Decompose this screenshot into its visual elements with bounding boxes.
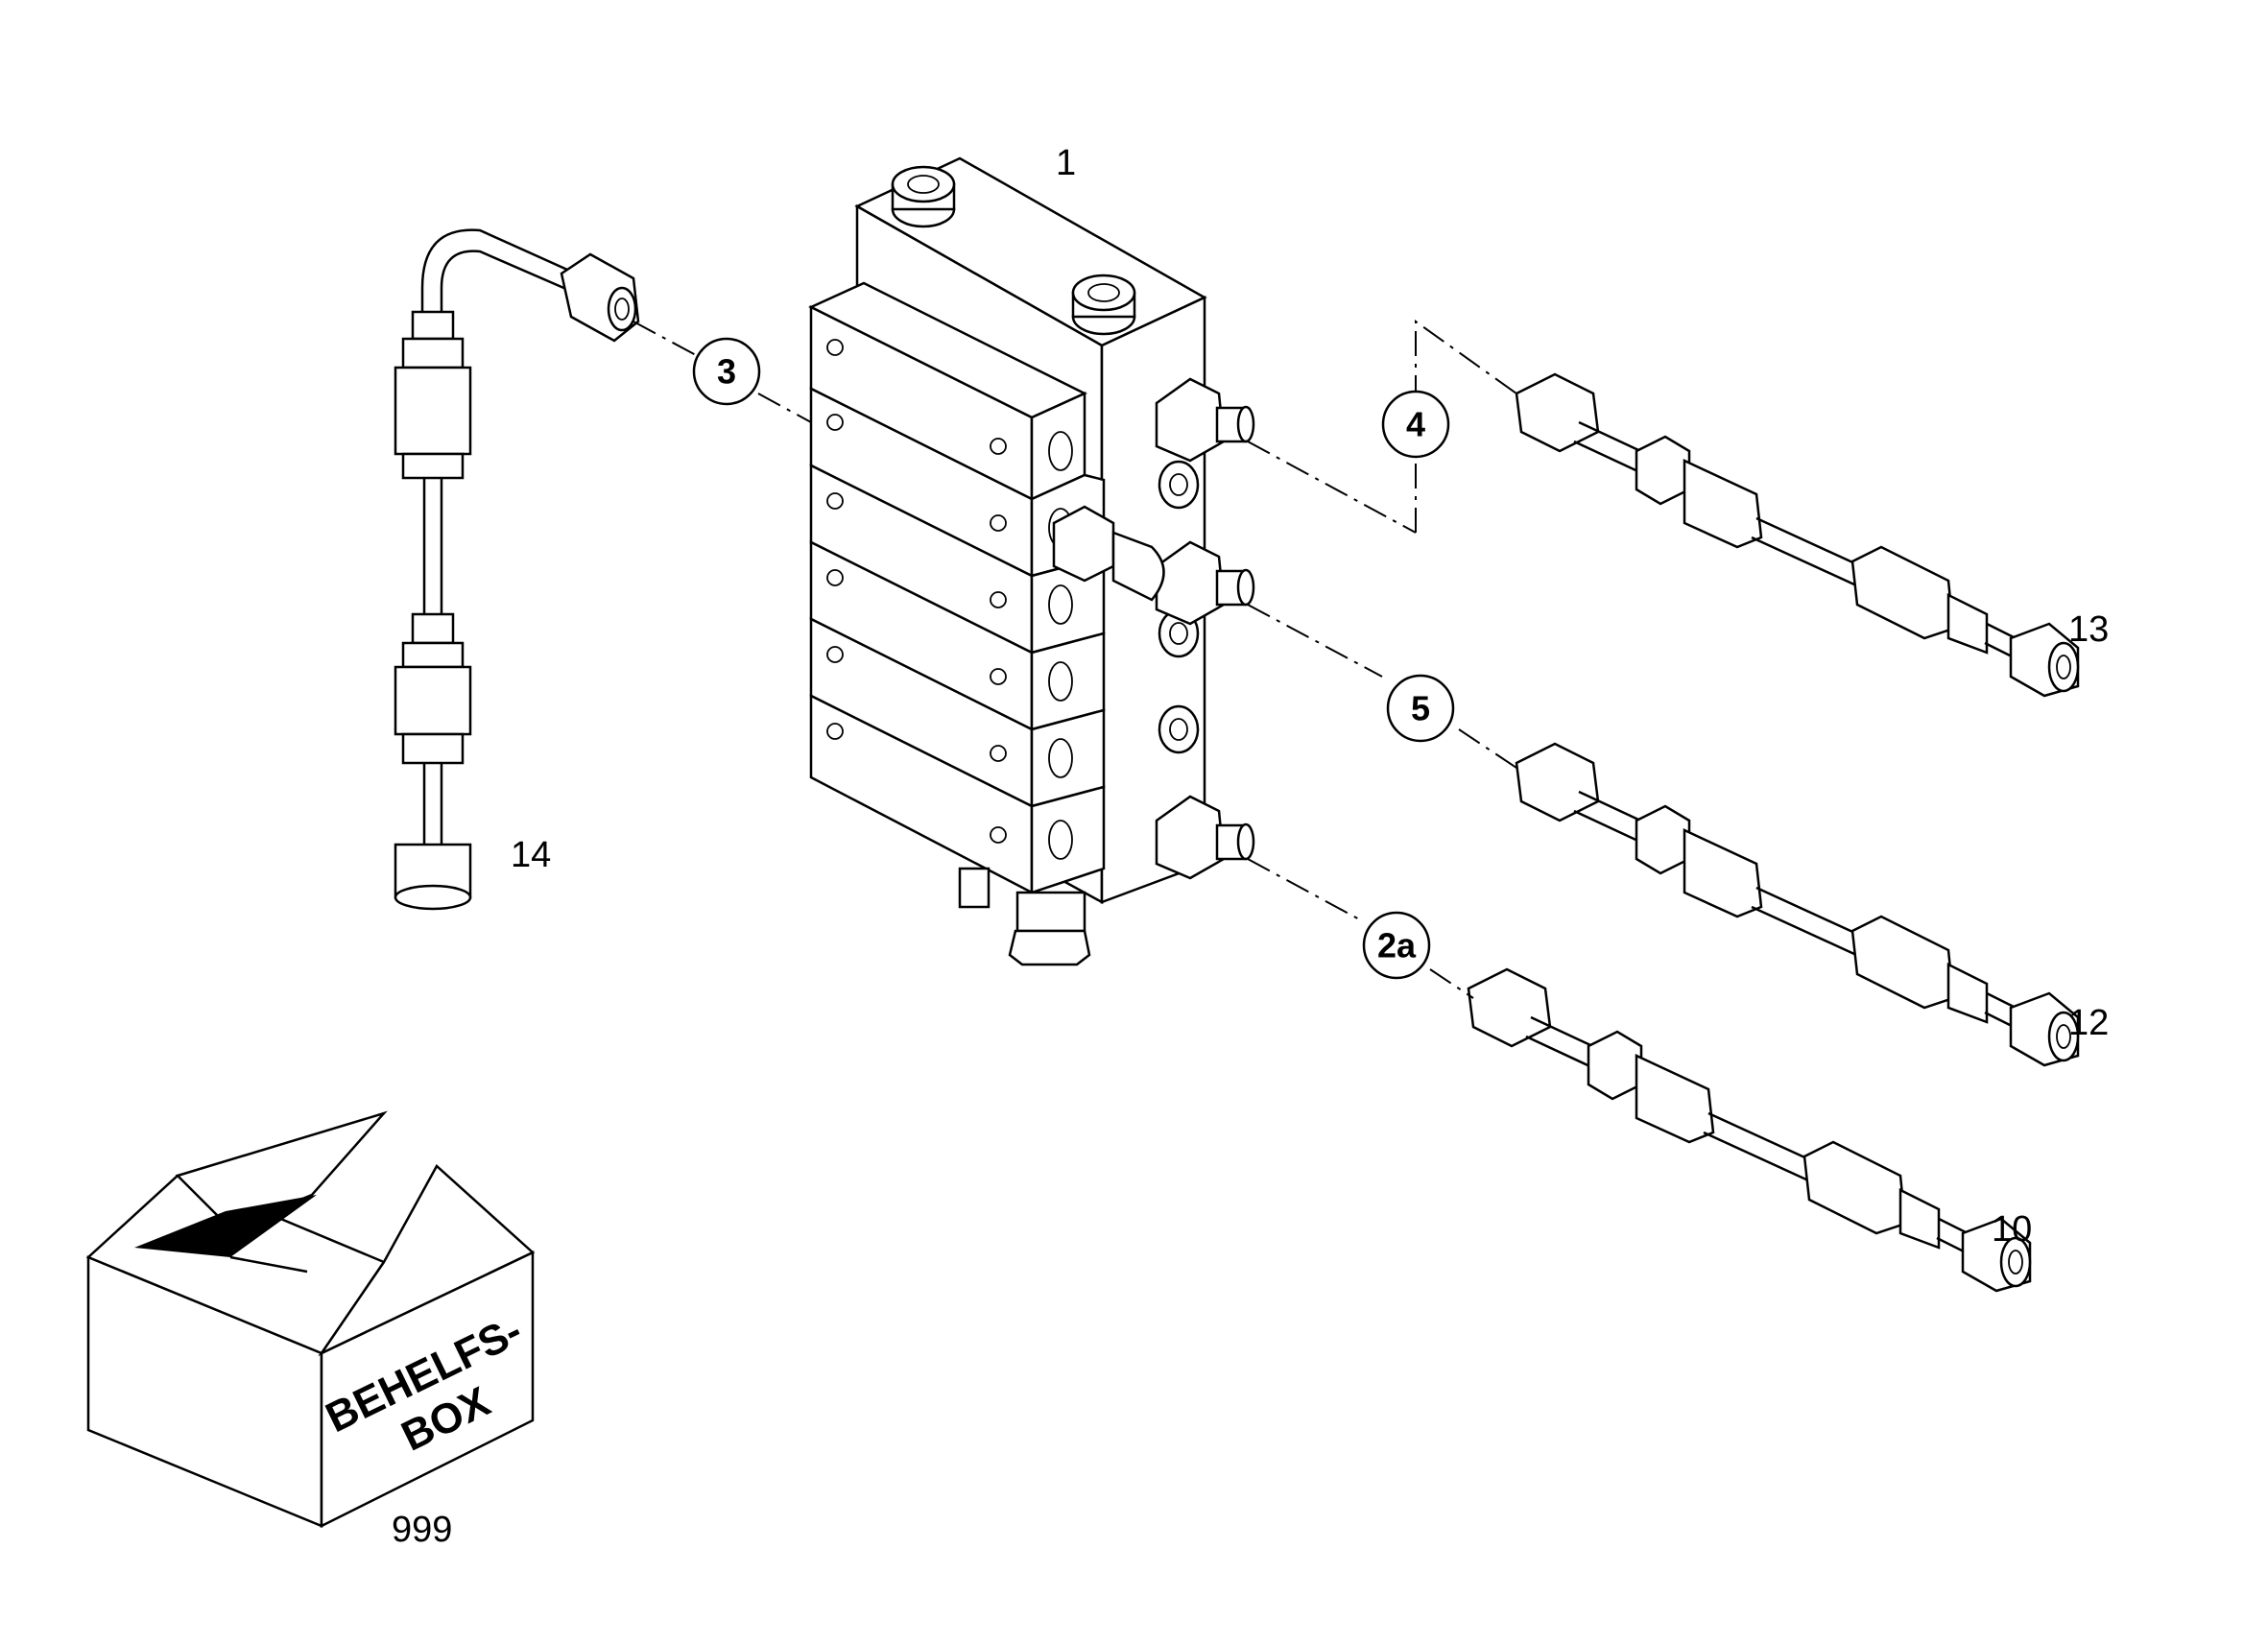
top-nut-left (891, 165, 956, 228)
callout-5-label: 5 (1411, 689, 1430, 728)
callout-5: 5 (1386, 674, 1455, 743)
top-nut-right (1071, 274, 1136, 336)
valve-section-1 (808, 281, 1087, 502)
callout-3: 3 (692, 337, 761, 406)
part-number-14: 14 (511, 835, 551, 875)
behelfs-box: BEHELFS- BOX (85, 1110, 536, 1529)
part-number-10: 10 (1992, 1209, 2032, 1250)
valve-section-5 (809, 616, 1106, 809)
pipe-assembly-13 (1515, 372, 2080, 698)
fitting-middle (1155, 540, 1255, 626)
part-number-13: 13 (2068, 609, 2109, 650)
bottom-outlet (958, 867, 1091, 966)
valve-section-6 (809, 693, 1106, 895)
callout-4-label: 4 (1406, 405, 1425, 444)
part-number-12: 12 (2068, 1003, 2109, 1043)
fitting-upper (1155, 377, 1255, 463)
grease-nipple (1052, 505, 1165, 602)
pipe-assembly-10 (1467, 967, 2032, 1293)
callout-2a: 2a (1362, 911, 1431, 980)
callout-2a-label: 2a (1377, 926, 1417, 965)
distributor-block (808, 156, 1255, 966)
callout-4: 4 (1381, 390, 1450, 459)
callout-3-label: 3 (717, 352, 736, 392)
leader-lines (633, 320, 1517, 999)
valve-section-4 (809, 539, 1106, 732)
fitting-lower (1155, 795, 1255, 880)
pipe-assembly-12 (1515, 742, 2080, 1067)
part-number-999: 999 (392, 1510, 452, 1550)
bent-pipe-assembly (394, 228, 640, 911)
part-number-1: 1 (1056, 143, 1076, 183)
